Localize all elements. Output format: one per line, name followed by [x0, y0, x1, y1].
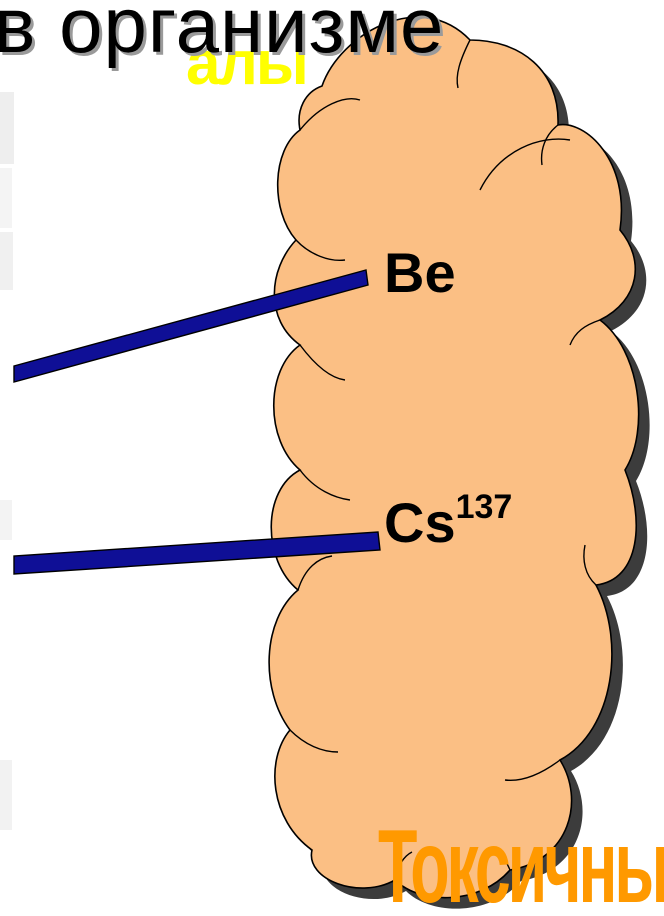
pointer-line-be — [13, 269, 369, 383]
side-background-fragments — [0, 92, 14, 830]
bottom-title-text: Токсичные металлы — [378, 809, 664, 916]
element-label-be: Be — [384, 240, 456, 305]
side-fragment — [0, 92, 14, 164]
element-symbol: Be — [384, 241, 456, 304]
mass-number: 137 — [455, 488, 513, 527]
element-label-cs: Cs137 — [384, 490, 512, 555]
slide-heading: в организме — [0, 0, 445, 69]
cloud-body — [268, 16, 640, 899]
bottom-title-clipped: Токсичные металлы — [378, 808, 664, 916]
side-fragment — [0, 760, 12, 830]
side-fragment — [0, 232, 13, 290]
side-fragment — [0, 500, 12, 540]
pointer-line-cs — [13, 531, 381, 575]
cloud-inner-arcs — [289, 39, 601, 881]
background-title-fragment: алы — [186, 29, 309, 98]
side-fragment — [0, 168, 12, 228]
element-symbol: Cs — [384, 491, 456, 554]
